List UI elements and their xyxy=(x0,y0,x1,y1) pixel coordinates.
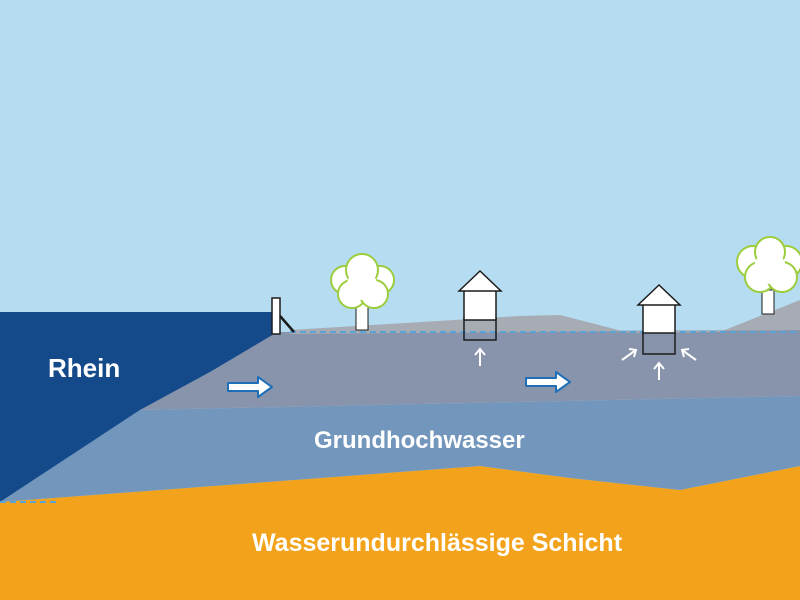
river-rhein xyxy=(0,312,274,502)
flow-arrow-icon xyxy=(525,371,571,393)
groundwater-lower-band xyxy=(0,396,800,502)
house-icon xyxy=(636,283,682,355)
impermeable-layer xyxy=(0,466,800,600)
ground-surface xyxy=(290,300,800,334)
pressure-arrow-icon xyxy=(621,348,697,380)
pressure-arrow-icon xyxy=(474,347,486,366)
river-label: Rhein xyxy=(48,353,120,383)
house-icon xyxy=(457,269,503,341)
dike-wall-icon xyxy=(271,297,295,335)
tree-icon xyxy=(736,236,800,315)
tree-icon xyxy=(330,253,395,331)
flow-arrow-icon xyxy=(227,376,273,398)
groundwater-label: Grundhochwasser xyxy=(314,427,525,454)
impermeable-layer-label: Wasserundurchlässige Schicht xyxy=(252,529,623,557)
